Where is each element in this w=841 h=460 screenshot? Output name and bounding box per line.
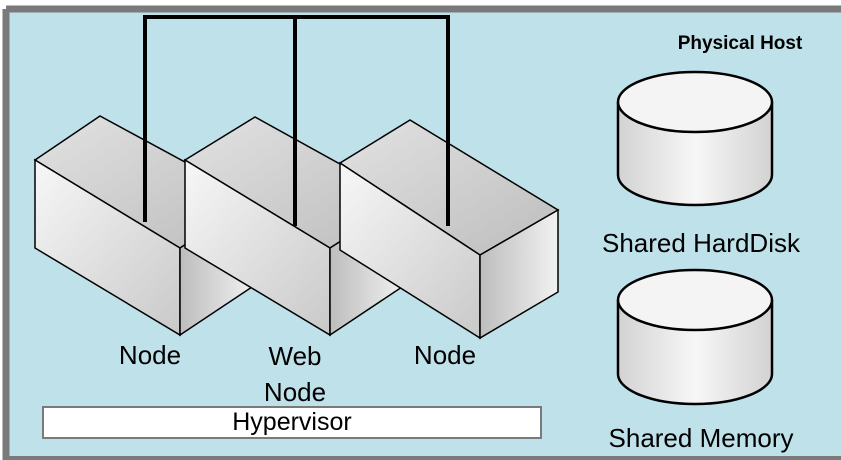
network-connection bbox=[143, 15, 450, 226]
shared-harddisk-icon bbox=[616, 70, 774, 207]
shared-memory-icon bbox=[616, 268, 774, 406]
hypervisor-bar: Hypervisor bbox=[42, 406, 542, 439]
shared-memory-label: Shared Memory bbox=[608, 423, 794, 453]
shared-harddisk-label: Shared HardDisk bbox=[602, 228, 800, 258]
physical-host-title: Physical Host bbox=[677, 33, 803, 54]
web-node-label: Web Node bbox=[263, 341, 327, 407]
node-label: Node bbox=[118, 340, 182, 370]
node-label: Node bbox=[413, 340, 477, 370]
hypervisor-label: Hypervisor bbox=[232, 408, 352, 436]
